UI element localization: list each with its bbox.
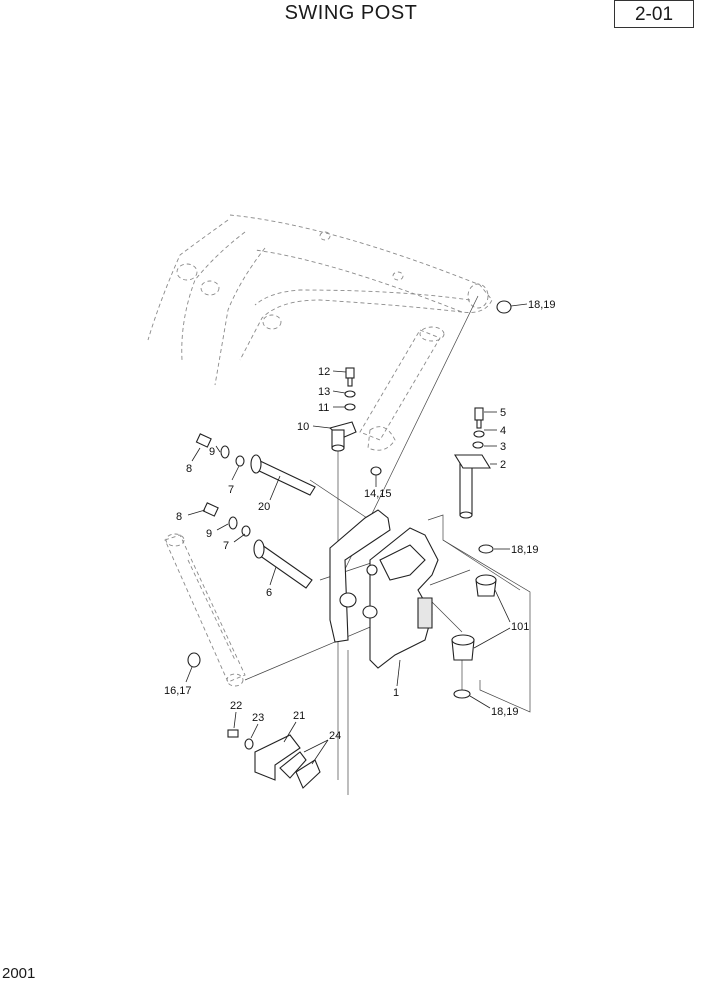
stopper-blocks xyxy=(227,729,321,789)
callout-11: 11 xyxy=(318,402,329,414)
callout-101: 101 xyxy=(511,621,529,633)
callout-3: 3 xyxy=(500,441,506,453)
callout-23: 23 xyxy=(252,712,264,724)
callout-7-upper: 7 xyxy=(228,484,234,496)
callout-9-lower: 9 xyxy=(206,528,212,540)
page-title: SWING POST xyxy=(284,2,418,24)
callout-1: 1 xyxy=(393,687,399,699)
long-pin-20 xyxy=(195,433,316,496)
callout-6: 6 xyxy=(266,587,272,599)
bushings-101 xyxy=(187,300,512,699)
footer-code: 2001 xyxy=(2,965,36,982)
callout-4: 4 xyxy=(500,425,506,437)
callout-18-19-bottom: 18,19 xyxy=(491,706,519,718)
long-pin-6 xyxy=(202,502,313,589)
callout-18-19-top: 18,19 xyxy=(528,299,556,311)
callout-20: 20 xyxy=(258,501,270,513)
pivot-pin-upper xyxy=(454,407,491,519)
callout-13: 13 xyxy=(318,386,330,398)
callout-7-lower: 7 xyxy=(223,540,229,552)
callout-18-19-mid: 18,19 xyxy=(511,544,539,556)
callout-10: 10 xyxy=(297,421,309,433)
page-number-box: 2-01 xyxy=(614,0,694,28)
callout-12: 12 xyxy=(318,366,330,378)
pivot-pin-10 xyxy=(328,367,382,476)
callout-24: 24 xyxy=(329,730,341,742)
callout-leaders xyxy=(185,303,528,765)
callout-2: 2 xyxy=(500,459,506,471)
cylinder-ghost-outline xyxy=(164,533,246,687)
callout-21: 21 xyxy=(293,710,305,722)
callout-22: 22 xyxy=(230,700,242,712)
callout-8-lower: 8 xyxy=(176,511,182,523)
callout-8-upper: 8 xyxy=(186,463,192,475)
callout-9-upper: 9 xyxy=(209,446,215,458)
callout-16-17: 16,17 xyxy=(164,685,192,697)
swing-post-bracket xyxy=(329,509,439,669)
callout-14-15: 14,15 xyxy=(364,488,392,500)
callout-5: 5 xyxy=(500,407,506,419)
boom-ghost-outline xyxy=(147,214,493,451)
